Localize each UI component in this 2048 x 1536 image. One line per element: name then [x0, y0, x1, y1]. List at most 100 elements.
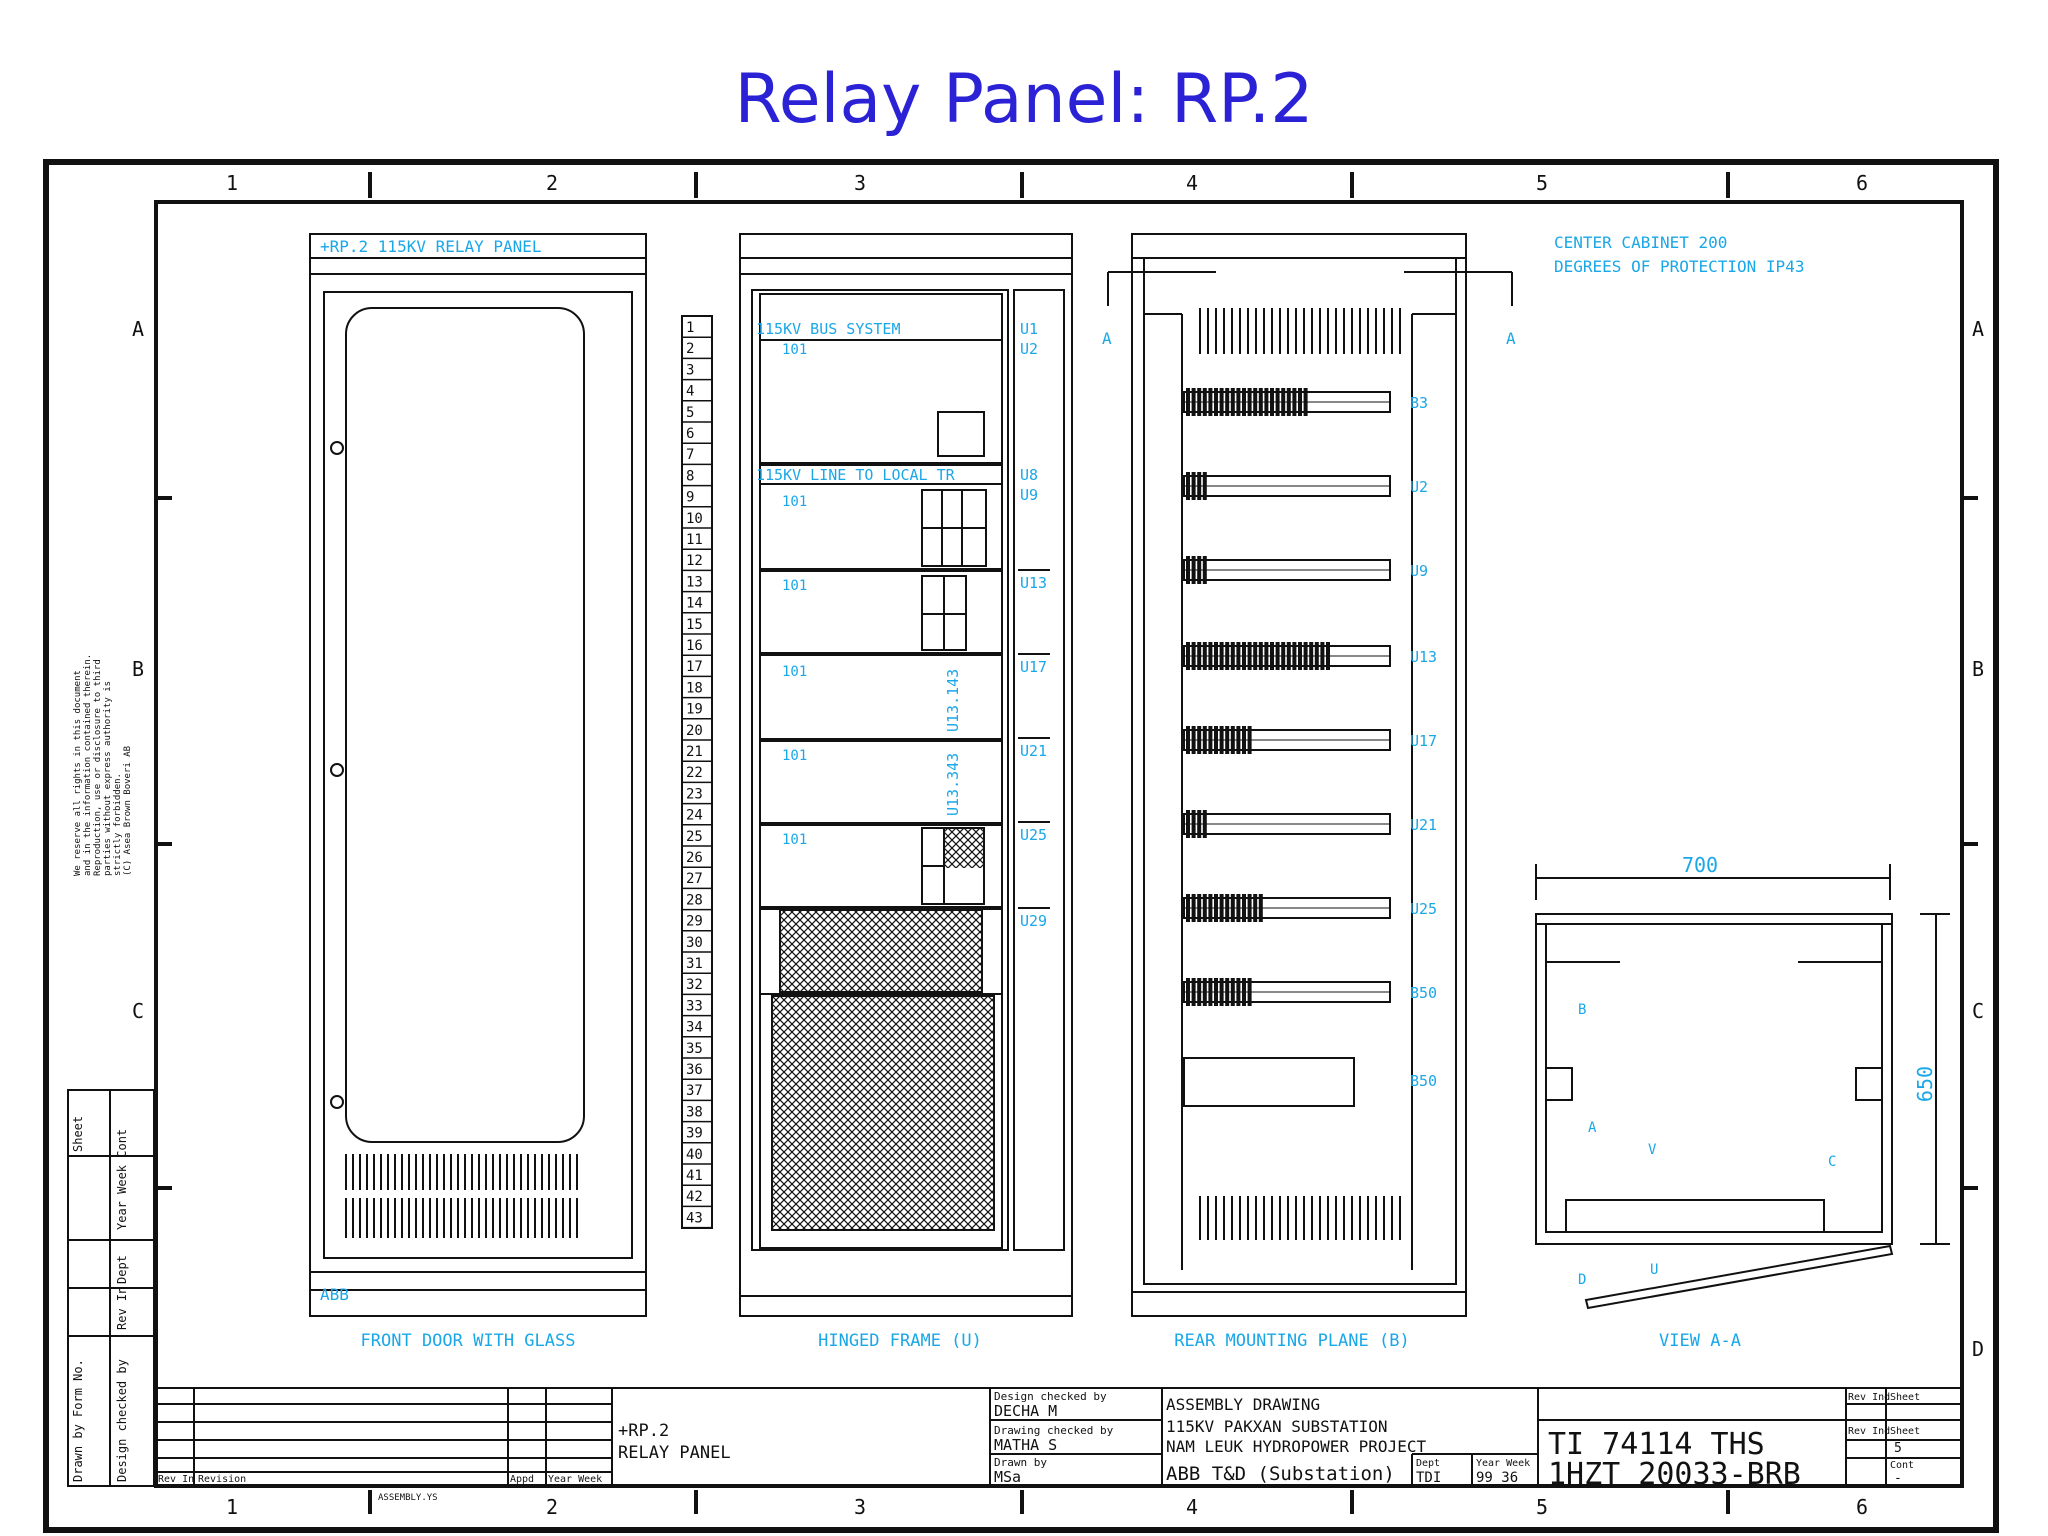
- row-unit: U29: [1020, 912, 1047, 930]
- grid-col-top-3: 3: [854, 171, 866, 195]
- row-code: 101: [782, 832, 807, 848]
- strip-label: Drawn by Form No.: [71, 1359, 85, 1482]
- section-marker-right: A: [1506, 329, 1516, 348]
- width-dimension: 700: [1682, 853, 1718, 877]
- tb-dept: TDI: [1416, 1470, 1441, 1486]
- slot-number: 21: [686, 744, 703, 760]
- terminal: [1208, 894, 1213, 922]
- terminal: [1191, 556, 1196, 584]
- slot-number: 41: [686, 1168, 703, 1184]
- slot-number: 8: [686, 468, 694, 484]
- terminal: [1230, 388, 1235, 416]
- strip-label: Sheet: [71, 1116, 85, 1152]
- slot-number: 19: [686, 702, 703, 718]
- slot-number: 18: [686, 680, 703, 696]
- notice-line: strictly forbidden.: [113, 773, 123, 876]
- slot-number: 35: [686, 1041, 703, 1057]
- grid-col-top-2: 2: [546, 171, 558, 195]
- terminal: [1202, 388, 1207, 416]
- terminal: [1242, 726, 1246, 754]
- terminal: [1236, 978, 1241, 1006]
- grid-row-left-A: A: [132, 317, 144, 341]
- view-marker-u: U: [1650, 1262, 1658, 1278]
- terminal: [1214, 894, 1218, 922]
- slot-number: 5: [686, 405, 694, 421]
- tb-cont-label: Cont: [1890, 1460, 1914, 1471]
- tb-sheet-label-2: Sheet: [1890, 1426, 1920, 1437]
- tb-year-week-label: Year Week: [548, 1474, 602, 1485]
- grid-col-bottom-1: 1: [226, 1495, 238, 1519]
- view-aa-plan: [1535, 864, 1950, 1310]
- terminal: [1214, 642, 1218, 670]
- tb-drawing-checked-label: Drawing checked by: [994, 1424, 1114, 1437]
- grid-ticks: [156, 172, 1978, 1514]
- terminal: [1247, 642, 1252, 670]
- cabinet-note-line2: DEGREES OF PROTECTION IP43: [1554, 257, 1804, 276]
- terminal: [1236, 388, 1241, 416]
- slot-number: 23: [686, 786, 703, 802]
- slot-number: 33: [686, 998, 703, 1014]
- terminal: [1197, 978, 1202, 1006]
- terminal: [1236, 726, 1241, 754]
- tb-doc-ref2: 1HZT 20033-BRB: [1548, 1457, 1801, 1492]
- rail-label: U21: [1410, 816, 1437, 834]
- terminal: [1225, 388, 1230, 416]
- terminal: [1286, 388, 1291, 416]
- terminal: [1236, 894, 1241, 922]
- terminal: [1326, 642, 1330, 670]
- depth-dimension: 650: [1913, 1066, 1937, 1102]
- section-title-bus: 115KV BUS SYSTEM: [756, 320, 901, 338]
- slot-number: 15: [686, 617, 703, 633]
- slot-number: 14: [686, 596, 703, 612]
- strip-label: Design checked by: [115, 1359, 129, 1482]
- slot-number: 39: [686, 1126, 703, 1142]
- tb-dept-label: Dept: [1416, 1458, 1440, 1469]
- terminal: [1197, 388, 1202, 416]
- left-strip: [67, 1089, 155, 1487]
- section-unit-u9: U9: [1020, 486, 1038, 504]
- strip-label: Dept: [115, 1255, 129, 1284]
- strip-label: Rev In: [115, 1287, 129, 1330]
- section-marker-left: A: [1102, 329, 1112, 348]
- terminal: [1191, 810, 1196, 838]
- terminal: [1186, 810, 1190, 838]
- terminal: [1202, 642, 1207, 670]
- row-code: 101: [782, 664, 807, 680]
- terminal: [1197, 726, 1202, 754]
- row-unit: U25: [1020, 826, 1047, 844]
- terminal: [1236, 642, 1241, 670]
- terminal: [1197, 894, 1202, 922]
- row-unit: U21: [1020, 742, 1047, 760]
- vertical-label-u13-343: U13.343: [944, 753, 962, 816]
- grid-row-right-D: D: [1972, 1337, 1984, 1361]
- tb-file-name: ASSEMBLY.YS: [378, 1493, 438, 1503]
- terminal: [1275, 388, 1280, 416]
- slot-number: 40: [686, 1147, 703, 1163]
- hinged-frame-caption: HINGED FRAME (U): [818, 1331, 982, 1351]
- rail-label: U17: [1410, 732, 1437, 750]
- section-unit-u8: U8: [1020, 466, 1038, 484]
- slot-number: 27: [686, 871, 703, 887]
- terminal: [1242, 388, 1246, 416]
- tb-company: ABB T&D (Substation): [1166, 1463, 1395, 1485]
- tb-rev-ind-label-2: Rev Ind: [1848, 1426, 1890, 1437]
- slot-number: 12: [686, 553, 703, 569]
- terminal: [1247, 388, 1252, 416]
- slot-number: 6: [686, 426, 694, 442]
- view-marker-b: B: [1578, 1002, 1586, 1018]
- terminal: [1303, 642, 1308, 670]
- terminal: [1214, 978, 1218, 1006]
- rail-label: B50: [1410, 984, 1437, 1002]
- slot-number: 7: [686, 447, 694, 463]
- slot-number: 38: [686, 1104, 703, 1120]
- section-code-line: 101: [782, 494, 807, 510]
- tb-cont-val: -: [1894, 1471, 1902, 1486]
- vertical-label-u13-143: U13.143: [944, 669, 962, 732]
- terminal: [1292, 642, 1297, 670]
- terminal: [1230, 978, 1235, 1006]
- terminal: [1186, 556, 1190, 584]
